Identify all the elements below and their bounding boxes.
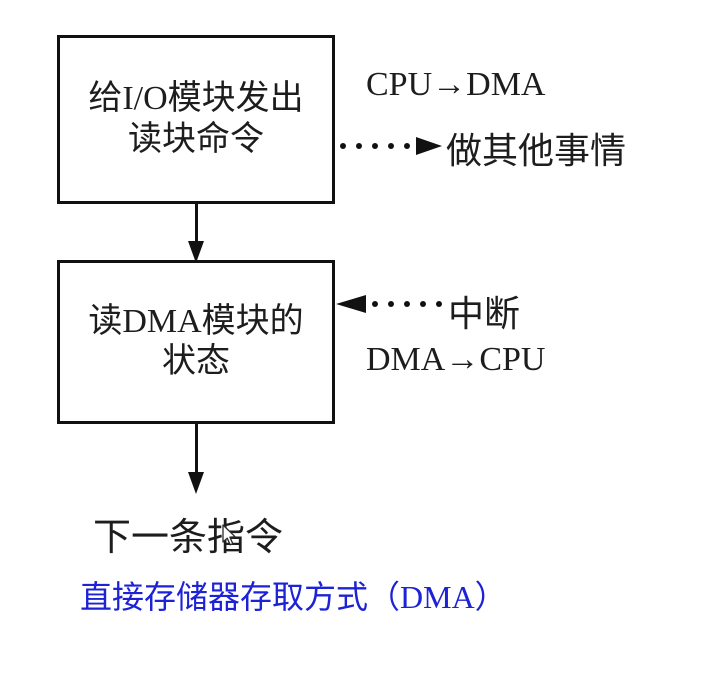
label-next-instruction: 下一条指令 [93, 517, 284, 559]
dotted-arrow-dot [388, 143, 394, 149]
dotted-arrow-dot [404, 143, 410, 149]
label-do-other-work: 做其他事情 [446, 131, 627, 171]
box-read-status-line-1: 读DMA模块的 [88, 302, 304, 340]
box-read-command-line-1: 给I/O模块发出 [88, 80, 304, 118]
box-read-command-line-2: 读块命令 [128, 120, 264, 158]
dotted-arrow-dot [356, 143, 362, 149]
diagram-caption: 直接存储器存取方式（DMA） [80, 579, 507, 615]
arrow-shaft [195, 203, 198, 244]
label-cpu-to-dma: CPU→DMA [366, 66, 546, 103]
box-read-status-line-2: 状态 [162, 343, 230, 380]
dotted-arrow-head [416, 137, 442, 155]
arrow-head [188, 241, 204, 263]
arrow-head [188, 472, 204, 494]
mouse-pointer-icon [222, 524, 236, 546]
label-dma-to-cpu: DMA→CPU [366, 341, 546, 378]
dotted-arrow-dot [420, 301, 426, 307]
dotted-arrow-left-interrupt-icon [336, 295, 442, 313]
dotted-arrow-head [336, 295, 366, 313]
dotted-arrow-dot [372, 143, 378, 149]
dotted-arrow-dot [388, 301, 394, 307]
process-box-read-command[interactable]: 给I/O模块发出 读块命令 [57, 35, 335, 204]
dotted-arrow-dot [340, 143, 346, 149]
dotted-arrow-right-do-other-work-icon [338, 137, 442, 155]
process-box-read-status[interactable]: 读DMA模块的 状态 [57, 260, 335, 424]
arrow-shaft [195, 423, 198, 475]
label-interrupt: 中断 [448, 294, 521, 334]
dotted-arrow-dot [372, 301, 378, 307]
dotted-arrow-dot [436, 301, 442, 307]
dotted-arrow-dot [404, 301, 410, 307]
